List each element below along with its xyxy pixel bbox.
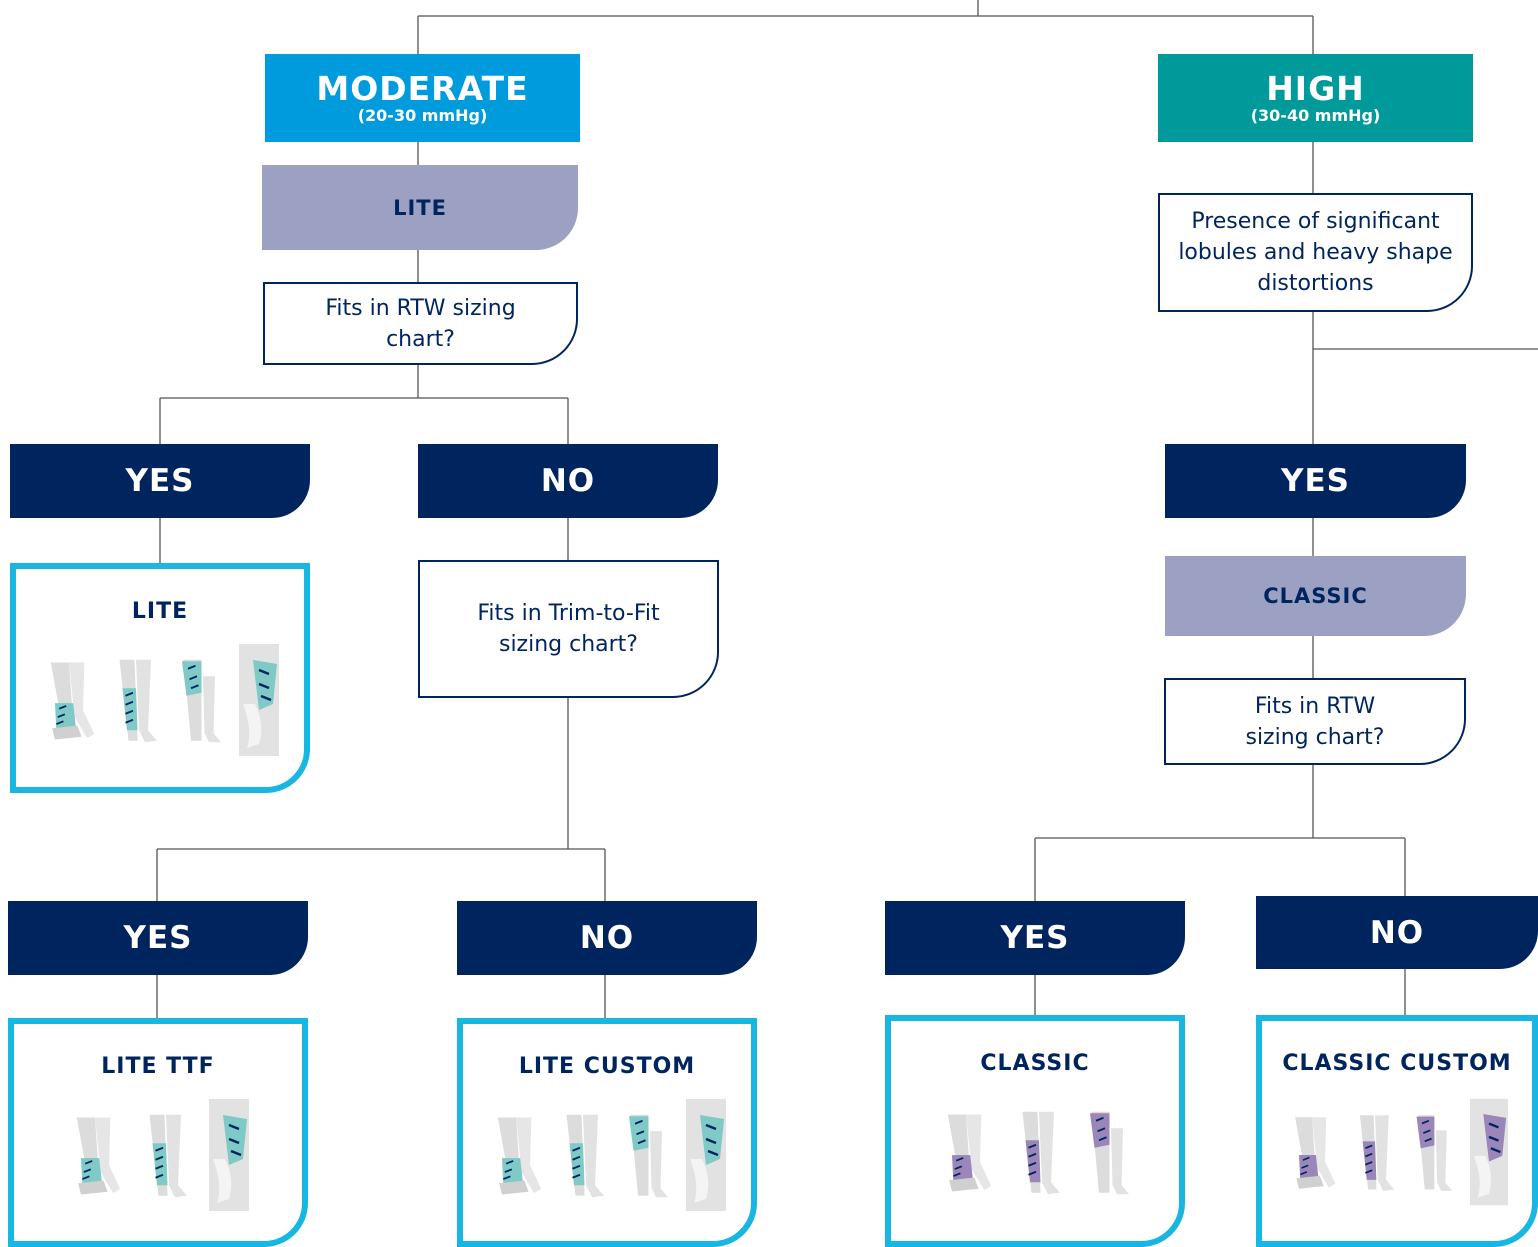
calf-sleeve-icon (1021, 1110, 1061, 1196)
result-lite-ttf-label: LITE TTF (101, 1054, 215, 1079)
knee-sleeve-icon (627, 1113, 669, 1199)
high-subtitle: (30-40 mmHg) (1250, 106, 1381, 125)
result-classic-custom: CLASSIC CUSTOM (1256, 1015, 1538, 1247)
calf-sleeve-icon (118, 658, 159, 744)
arm-sleeve-icon (686, 1099, 727, 1213)
ankle-sleeve-icon (946, 1113, 992, 1193)
result-classic: CLASSIC (885, 1015, 1185, 1247)
result-lite: LITE (10, 563, 310, 793)
knee-sleeve-icon (1089, 1110, 1131, 1196)
high-question-connector (1312, 312, 1538, 444)
high-classic-label: CLASSIC (1165, 556, 1466, 636)
moderate-no-node: NO (418, 444, 718, 518)
knee-sleeve-icon (1416, 1114, 1454, 1192)
top-connector (417, 0, 1314, 54)
high-result-connector (1034, 969, 1406, 1015)
high-yes-node: YES (1165, 444, 1466, 518)
result-lite-label: LITE (131, 599, 189, 624)
calf-sleeve-icon (1358, 1114, 1395, 1192)
high-rtw-question: Fits in RTW sizing chart? (1164, 678, 1466, 765)
moderate-rtw-question: Fits in RTW sizing chart? (263, 282, 578, 365)
moderate-title: MODERATE (316, 69, 529, 108)
result-lite-ttf: LITE TTF (8, 1018, 308, 1247)
ttf-split-connector (156, 848, 606, 901)
result-classic-label: CLASSIC (980, 1051, 1090, 1076)
calf-sleeve-icon (565, 1113, 606, 1199)
high-title: HIGH (1266, 69, 1365, 108)
moderate-lite-label: LITE (262, 165, 578, 250)
ankle-sleeve-icon (1293, 1116, 1336, 1190)
high-header: HIGH (30-40 mmHg) (1158, 54, 1473, 142)
ttf-no-node: NO (457, 901, 757, 975)
moderate-subtitle: (20-30 mmHg) (357, 106, 488, 125)
arm-sleeve-icon (239, 644, 280, 758)
ankle-sleeve-icon (49, 661, 96, 741)
moderate-question-connector (159, 365, 569, 444)
ankle-sleeve-icon (496, 1116, 543, 1196)
knee-sleeve-icon (180, 658, 222, 744)
result-lite-custom-label: LITE CUSTOM (518, 1054, 696, 1079)
result-lite-custom: LITE CUSTOM (457, 1018, 757, 1247)
calf-sleeve-icon (148, 1113, 188, 1199)
high-rtw-yes-node: YES (885, 901, 1185, 975)
arm-sleeve-icon (1470, 1097, 1509, 1207)
moderate-yes-node: YES (10, 444, 310, 518)
result-classic-custom-label: CLASSIC CUSTOM (1282, 1051, 1512, 1076)
high-rtw-connector (1034, 765, 1406, 901)
ankle-sleeve-icon (75, 1116, 121, 1196)
ttf-result-connector (156, 975, 606, 1018)
ttf-yes-node: YES (8, 901, 308, 975)
moderate-header: MODERATE (20-30 mmHg) (265, 54, 580, 142)
ttf-question: Fits in Trim-to-Fit sizing chart? (418, 560, 719, 698)
high-rtw-no-node: NO (1256, 896, 1538, 969)
high-lobules-question: Presence of significant lobules and heav… (1158, 193, 1473, 312)
arm-sleeve-icon (209, 1099, 250, 1213)
